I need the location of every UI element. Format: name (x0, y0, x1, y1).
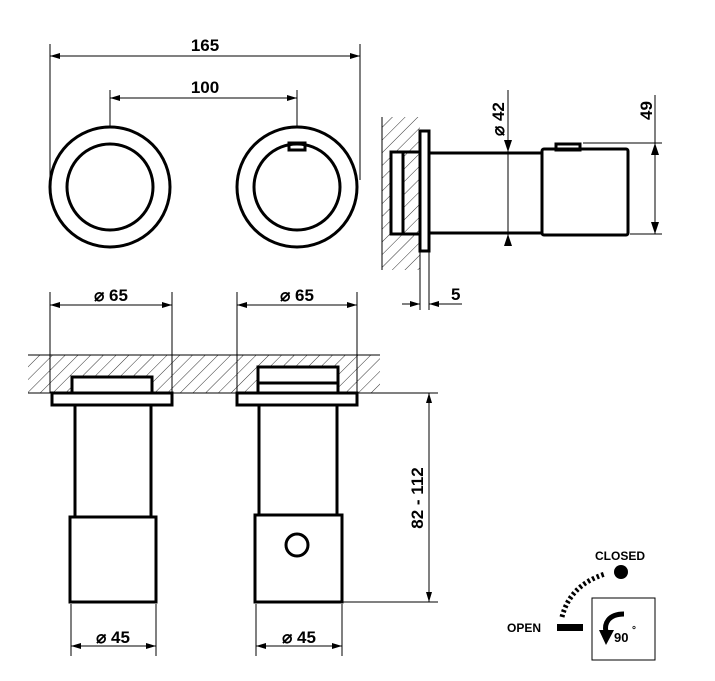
dim-height-49: 49 (637, 101, 656, 120)
closed-label: CLOSED (595, 549, 645, 563)
rotate-arrow-icon (603, 611, 625, 633)
handle-notch (554, 142, 582, 152)
dim-diameter-42: ⌀ 42 (489, 102, 508, 136)
dim-depth-range: 82 - 112 (408, 467, 427, 528)
open-label: OPEN (507, 621, 541, 635)
dim-flange-diameter-right: ⌀ 65 (280, 286, 314, 305)
dim-body-diameter-right: ⌀ 45 (282, 628, 316, 647)
closed-dot (614, 565, 628, 579)
left-flange (50, 391, 174, 407)
dim-body-diameter-left: ⌀ 45 (96, 628, 130, 647)
side-view: ⌀ 42 49 5 (381, 90, 662, 310)
body (427, 151, 544, 235)
dim-center-distance: 100 (191, 78, 219, 97)
right-body (257, 403, 339, 517)
handle-head (540, 147, 630, 237)
section-view: ⌀ 65 ⌀ 65 ⌀ 45 ⌀ 45 82 - 112 (28, 286, 438, 656)
right-handle (253, 513, 344, 604)
dim-flange-5: 5 (451, 285, 460, 304)
rotation-box (591, 597, 656, 661)
front-view: 165 100 (48, 36, 361, 249)
left-body (73, 403, 153, 519)
dim-overall-width: 165 (191, 36, 219, 55)
degree-symbol: ° (632, 625, 636, 636)
left-handle (68, 515, 158, 604)
left-rosette-inner (65, 142, 155, 232)
handle-button (284, 532, 310, 558)
open-bar (557, 624, 583, 631)
open-close-legend: CLOSED OPEN 90 ° (507, 549, 656, 661)
rotation-arc (559, 571, 606, 618)
right-flange (235, 391, 359, 407)
knob-notch (287, 141, 307, 152)
rotation-label: 90 (614, 630, 628, 645)
dim-flange-diameter-left: ⌀ 65 (94, 286, 128, 305)
right-rosette-inner (252, 142, 342, 232)
